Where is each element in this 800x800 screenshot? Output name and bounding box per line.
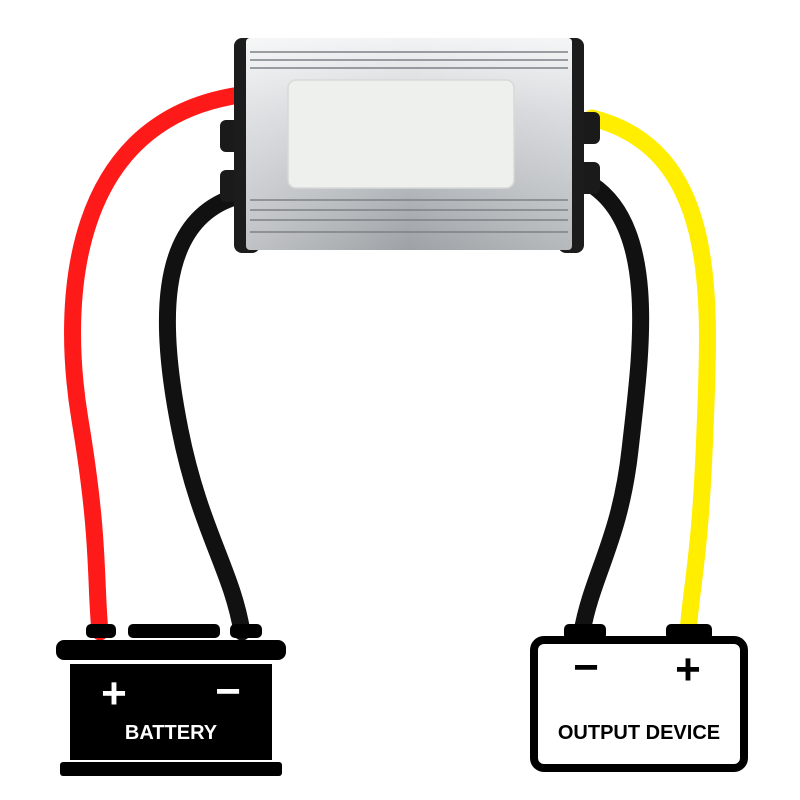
input-positive-wire: [64, 86, 249, 641]
output-minus-symbol: −: [573, 643, 599, 692]
output-plus-symbol: +: [675, 645, 701, 694]
output-device-box: [530, 636, 748, 772]
input-negative-wire: [158, 189, 251, 641]
battery-terminal-right: [230, 624, 262, 638]
output-negative-wire: [573, 176, 650, 641]
battery: + − BATTERY: [56, 624, 286, 776]
battery-plus-symbol: +: [101, 669, 127, 718]
battery-top-bar: [128, 624, 220, 638]
battery-minus-symbol: −: [215, 667, 241, 716]
output-device: − + OUTPUT DEVICE: [530, 624, 748, 772]
battery-base: [60, 762, 282, 776]
output-device-label: OUTPUT DEVICE: [558, 722, 720, 744]
battery-label: BATTERY: [125, 722, 218, 744]
battery-lid: [56, 640, 286, 660]
battery-body: [70, 664, 272, 760]
battery-terminal-left: [86, 624, 116, 638]
output-positive-wire: [583, 109, 716, 641]
module-ribs: [250, 51, 568, 233]
module-label-window: [287, 79, 515, 189]
dc-converter-module: [220, 38, 600, 253]
